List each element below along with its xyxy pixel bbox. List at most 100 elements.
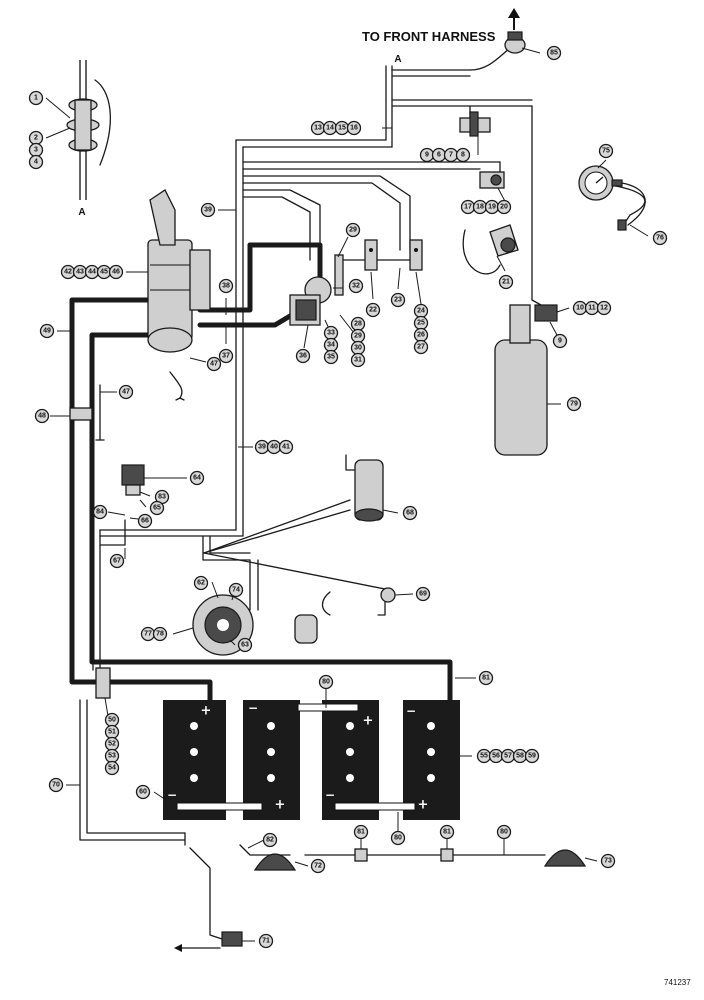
switch-unit	[479, 171, 505, 189]
connector-81-left	[354, 848, 368, 862]
callout-bubble	[218, 348, 234, 364]
callout-number: 80	[322, 679, 330, 686]
callout-number: 52	[108, 741, 116, 748]
callout-60: 60	[135, 784, 151, 800]
callout-number: 30	[354, 345, 362, 352]
callout-bubble	[278, 439, 294, 455]
callout-69: 69	[415, 586, 431, 602]
callout-number: 16	[350, 125, 358, 132]
callout-72: 72	[310, 858, 326, 874]
callout-bubble	[598, 143, 614, 159]
battery-1-plus: +	[201, 704, 212, 719]
callout-number: 59	[528, 753, 536, 760]
callout-number: 8	[461, 152, 465, 159]
battery-4-minus: −	[406, 704, 416, 718]
tank-79	[494, 304, 558, 456]
callout-number: 79	[570, 401, 578, 408]
callout-number: 10	[576, 305, 584, 312]
relay-24	[409, 239, 423, 271]
callout-bubble	[345, 222, 361, 238]
callout-bubble	[413, 339, 429, 355]
starter-motor	[147, 189, 211, 353]
callout-63: 63	[237, 637, 253, 653]
callout-bubble	[200, 202, 216, 218]
callout-number: 66	[141, 518, 149, 525]
battery-3-plus: +	[363, 714, 374, 729]
callout-bubble	[496, 199, 512, 215]
callout-bubble	[346, 120, 362, 136]
callout-bubble	[48, 777, 64, 793]
callout-bubble	[258, 933, 274, 949]
callout-70: 70	[48, 777, 64, 793]
thin-wires	[95, 44, 646, 952]
callout-4: 4	[28, 154, 44, 170]
callout-36: 36	[295, 348, 311, 364]
callout-number: 83	[158, 494, 166, 501]
callout-number: 24	[417, 308, 425, 315]
callout-65: 65	[149, 500, 165, 516]
callout-bubble	[108, 264, 124, 280]
callout-23: 23	[390, 292, 406, 308]
callout-38: 38	[218, 278, 234, 294]
callout-bubble	[546, 45, 562, 61]
callout-number: 76	[656, 235, 664, 242]
callout-1: 1	[28, 90, 44, 106]
callout-75: 75	[598, 143, 614, 159]
callout-37: 37	[218, 348, 234, 364]
callout-74: 74	[228, 582, 244, 598]
callout-number: 38	[222, 283, 230, 290]
callout-number: 62	[197, 580, 205, 587]
callout-2: 2	[28, 130, 44, 146]
callout-bubble	[365, 302, 381, 318]
lamp-73	[543, 849, 587, 867]
lamp-72	[253, 853, 297, 871]
battery-2: + −	[243, 700, 300, 820]
solenoid-relay	[289, 254, 344, 326]
callout-bubble	[323, 349, 339, 365]
callout-number: 43	[76, 269, 84, 276]
callout-number: 67	[113, 558, 121, 565]
callout-79: 79	[566, 396, 582, 412]
callout-bubble	[318, 674, 334, 690]
callout-number: 9	[558, 338, 562, 345]
battery-cables	[69, 242, 453, 703]
callout-number: 19	[488, 204, 496, 211]
callout-number: 31	[354, 357, 362, 364]
callout-number: 27	[417, 344, 425, 351]
callout-number: 50	[108, 717, 116, 724]
callout-bubble	[135, 784, 151, 800]
callout-number: 33	[327, 330, 335, 337]
callout-47a: 47	[206, 356, 222, 372]
callout-bubble	[152, 626, 168, 642]
batteries: + − + − + − + −	[163, 700, 460, 820]
up-arrow-icon	[508, 8, 520, 30]
callout-number: 51	[108, 729, 116, 736]
battery-4-plus: +	[418, 798, 429, 813]
callout-number: 11	[588, 305, 596, 312]
horn	[489, 224, 519, 257]
battery-1: + −	[163, 700, 226, 820]
callout-number: 47	[210, 361, 218, 368]
callout-number: 35	[327, 354, 335, 361]
callout-number: 3	[34, 147, 38, 154]
callout-bubble	[28, 90, 44, 106]
callout-number: 77	[144, 631, 152, 638]
main-harness	[79, 65, 533, 846]
callout-68: 68	[402, 505, 418, 521]
callout-number: 80	[394, 835, 402, 842]
callout-bubble	[39, 323, 55, 339]
callout-number: 58	[516, 753, 524, 760]
callout-bubble	[28, 154, 44, 170]
callout-number: 6	[437, 152, 441, 159]
callout-number: 21	[502, 279, 510, 286]
clamp-48	[69, 407, 93, 421]
callout-number: 9	[425, 152, 429, 159]
callout-number: 29	[349, 227, 357, 234]
callout-number: 23	[394, 297, 402, 304]
